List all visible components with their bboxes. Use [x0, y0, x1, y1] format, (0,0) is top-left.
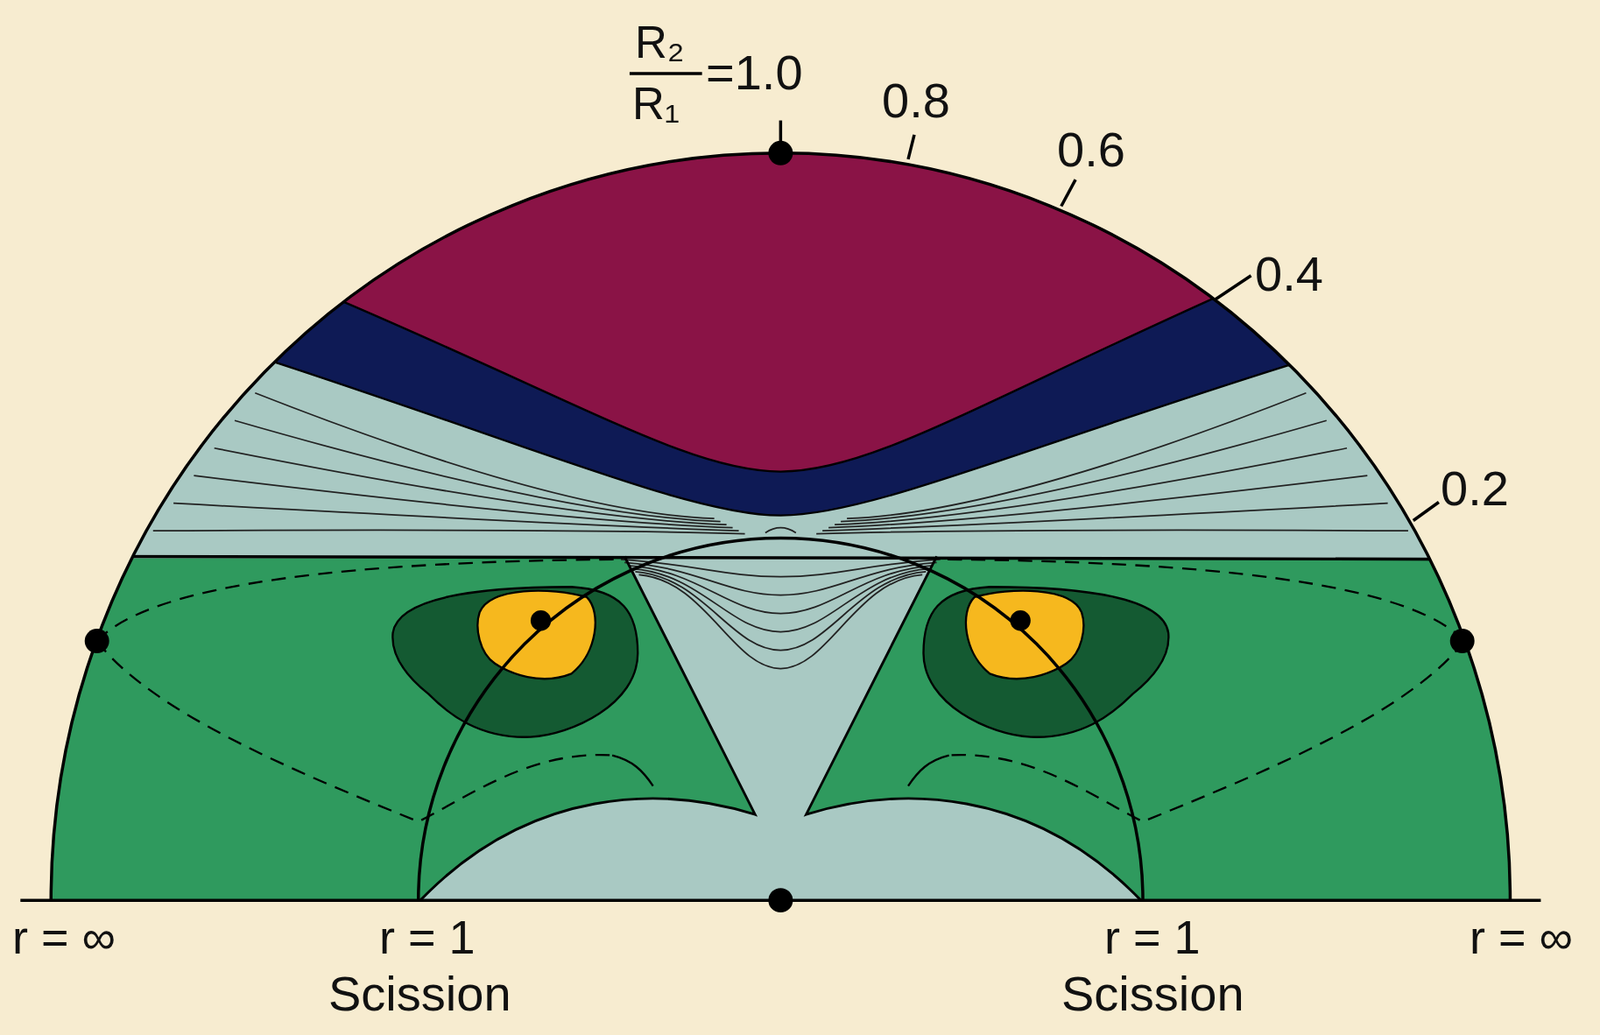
axis-label: r = 1 [1104, 913, 1201, 961]
ratio-numerator: R₂ [634, 20, 685, 65]
axis-label: r = 1 [379, 913, 476, 961]
contour-line [193, 475, 733, 528]
contour-line [816, 529, 1409, 534]
contour-line [214, 448, 727, 525]
contour-line [639, 574, 924, 669]
contour-value: =1.0 [705, 48, 804, 98]
contour-line [822, 503, 1389, 531]
point-label: Scission [328, 969, 512, 1019]
axis-label: r = ∞ [12, 913, 116, 961]
contour-line [634, 571, 926, 651]
contour-line [631, 568, 930, 632]
contour-line [254, 393, 714, 519]
contour-line [173, 503, 740, 531]
contour-value: 0.6 [1057, 125, 1126, 175]
contour-line [828, 475, 1368, 528]
point-label: Scission [1061, 969, 1245, 1019]
ratio-denominator: R₁ [632, 81, 680, 127]
contour-value: 0.2 [1440, 464, 1509, 514]
contour-line [627, 565, 933, 614]
contour-line [153, 529, 746, 534]
contour-line [840, 420, 1327, 522]
contour-value: 0.8 [881, 76, 951, 126]
contour-value: 0.4 [1254, 249, 1324, 299]
contour-line [834, 448, 1347, 525]
contour-line [620, 559, 941, 578]
axis-label: r = ∞ [1469, 913, 1573, 961]
contour-line [234, 420, 721, 522]
contour-line [846, 393, 1306, 519]
